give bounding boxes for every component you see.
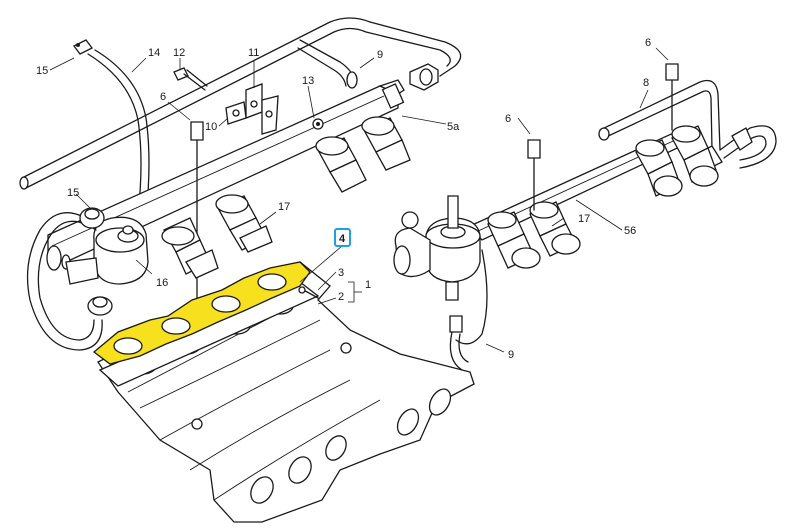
injector-17-right-b[interactable] — [529, 201, 581, 257]
gasket-4-highlighted[interactable] — [92, 261, 311, 365]
regulator-outlet-fitting[interactable] — [87, 296, 113, 316]
injector-5a-a[interactable] — [315, 136, 367, 193]
callout-11[interactable]: 11 — [248, 47, 259, 59]
fuel-return-line — [19, 17, 462, 190]
callout-4-label: 4 — [339, 233, 346, 245]
callout-6-middle[interactable]: 6 — [505, 113, 511, 125]
callout-6-right[interactable]: 6 — [645, 37, 651, 49]
callout-12[interactable]: 12 — [173, 47, 185, 59]
callout-17-right[interactable]: 17 — [578, 213, 590, 225]
callout-17-left[interactable]: 17 — [278, 201, 290, 213]
callout-2[interactable]: 2 — [338, 291, 344, 303]
fuel-pipe-8[interactable] — [598, 79, 721, 151]
injector-17-left-b[interactable] — [215, 194, 273, 253]
callout-9-top[interactable]: 9 — [377, 49, 383, 61]
hose-clip-15-lower[interactable] — [79, 207, 105, 229]
hose-clip-15-top[interactable] — [73, 39, 93, 55]
callout-14[interactable]: 14 — [148, 47, 160, 59]
callout-1[interactable]: 1 — [365, 279, 371, 291]
pressure-regulator-right[interactable] — [393, 195, 488, 345]
stud-3[interactable] — [298, 286, 319, 299]
bolt-6-right[interactable] — [665, 63, 679, 131]
return-hose-left — [26, 212, 103, 351]
callout-labels: 15 14 12 11 9 13 10 6 5a 15 16 17 3 2 1 … — [36, 37, 651, 361]
fitting-nut[interactable] — [409, 63, 439, 91]
vacuum-hose-14[interactable] — [87, 49, 150, 216]
bolt-12[interactable] — [173, 67, 208, 91]
callout-13[interactable]: 13 — [302, 75, 314, 87]
bolt-6-middle[interactable] — [527, 139, 541, 211]
washer-10[interactable] — [225, 101, 247, 125]
callout-16[interactable]: 16 — [156, 277, 168, 289]
callout-56[interactable]: 56 — [624, 225, 636, 237]
pressure-regulator-16[interactable] — [65, 216, 149, 285]
leader-lines — [49, 47, 669, 353]
callout-15-lower[interactable]: 15 — [67, 187, 79, 199]
injector-17-left-a[interactable] — [161, 217, 219, 279]
bracket-11[interactable] — [245, 83, 279, 135]
vacuum-hose-9-top[interactable] — [297, 39, 358, 89]
injector-17-right-a[interactable] — [487, 211, 541, 269]
callout-3[interactable]: 3 — [338, 267, 344, 279]
callout-9-lower[interactable]: 9 — [508, 349, 514, 361]
injector-5a-b[interactable] — [361, 116, 411, 171]
callout-8[interactable]: 8 — [643, 77, 649, 89]
callout-6-left[interactable]: 6 — [160, 91, 166, 103]
injector-56-a[interactable] — [635, 139, 683, 197]
callout-4-highlighted[interactable]: 4 — [334, 228, 351, 247]
fuel-rail-5a[interactable] — [46, 79, 405, 271]
vacuum-hose-9-lower[interactable] — [449, 331, 469, 371]
callout-5a[interactable]: 5a — [447, 121, 460, 133]
callout-10[interactable]: 10 — [205, 121, 217, 133]
injector-56-b[interactable] — [671, 125, 719, 187]
fitting-13[interactable] — [312, 118, 324, 130]
callout-15-top[interactable]: 15 — [36, 65, 48, 77]
